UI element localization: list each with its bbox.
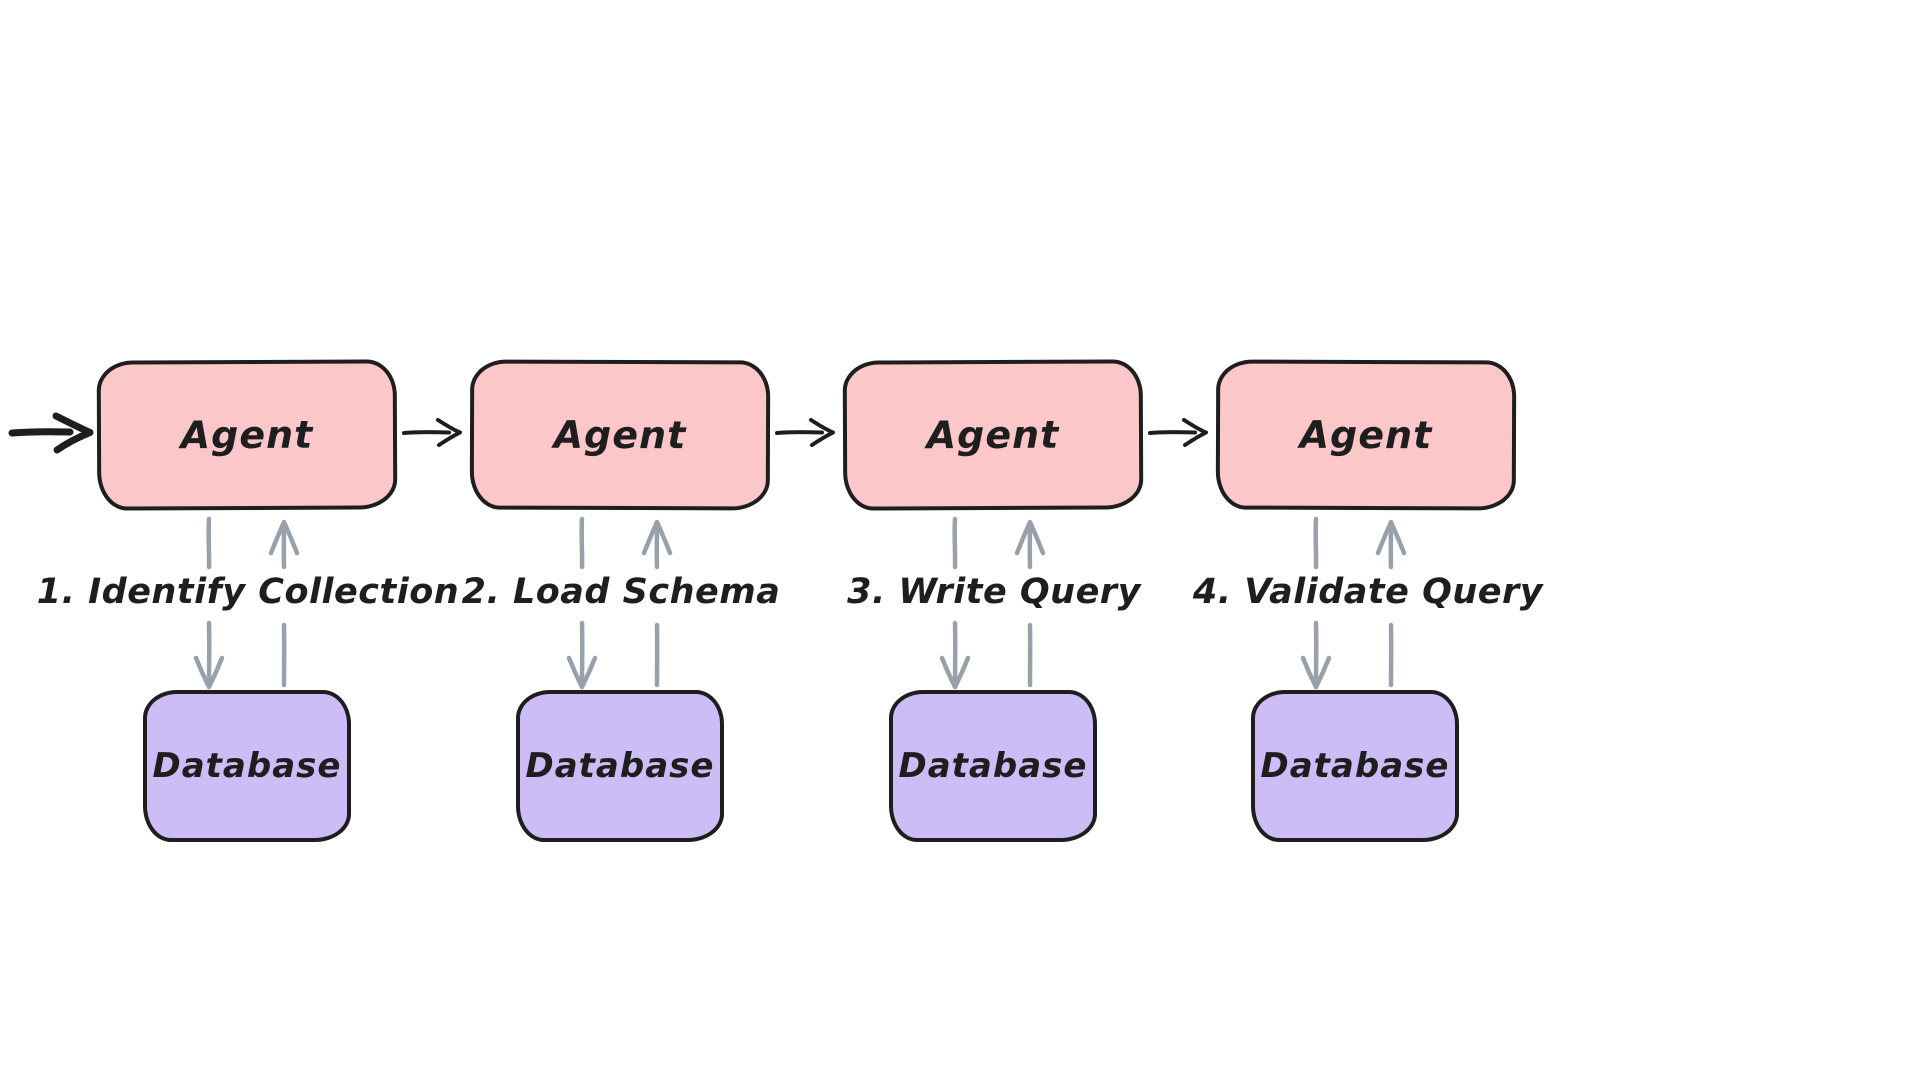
step-label[interactable]: 1. Identify Collection: [36, 572, 460, 612]
database-label: Database: [1260, 746, 1450, 786]
agent-node[interactable]: Agent: [469, 359, 771, 511]
database-node[interactable]: Database: [143, 690, 351, 842]
database-label: Database: [152, 746, 342, 786]
step-label[interactable]: 4. Validate Query: [1192, 572, 1544, 612]
agent-to-database-arrow-icon[interactable]: [554, 515, 610, 695]
agent-label: Agent: [926, 412, 1060, 458]
database-node[interactable]: Database: [889, 690, 1097, 842]
agent-label: Agent: [1299, 412, 1433, 458]
agent-to-database-arrow-icon[interactable]: [181, 515, 237, 695]
flow-arrow-icon[interactable]: [774, 414, 840, 450]
agent-label: Agent: [180, 412, 314, 458]
database-label: Database: [898, 746, 1088, 786]
database-to-agent-arrow-icon[interactable]: [256, 515, 312, 695]
flow-start-arrow-icon[interactable]: [8, 410, 100, 456]
agent-to-database-arrow-icon[interactable]: [1288, 515, 1344, 695]
step-label[interactable]: 3. Write Query: [847, 572, 1141, 612]
agent-to-database-arrow-icon[interactable]: [927, 515, 983, 695]
agent-node[interactable]: Agent: [842, 359, 1144, 511]
database-node[interactable]: Database: [1251, 690, 1459, 842]
agent-node[interactable]: Agent: [1215, 359, 1517, 511]
database-to-agent-arrow-icon[interactable]: [629, 515, 685, 695]
agent-node[interactable]: Agent: [96, 359, 398, 511]
flow-arrow-icon[interactable]: [401, 414, 467, 450]
flow-arrow-icon[interactable]: [1147, 414, 1213, 450]
database-label: Database: [525, 746, 715, 786]
step-label[interactable]: 2. Load Schema: [461, 572, 781, 612]
database-to-agent-arrow-icon[interactable]: [1363, 515, 1419, 695]
agent-label: Agent: [553, 412, 687, 458]
database-to-agent-arrow-icon[interactable]: [1002, 515, 1058, 695]
database-node[interactable]: Database: [516, 690, 724, 842]
